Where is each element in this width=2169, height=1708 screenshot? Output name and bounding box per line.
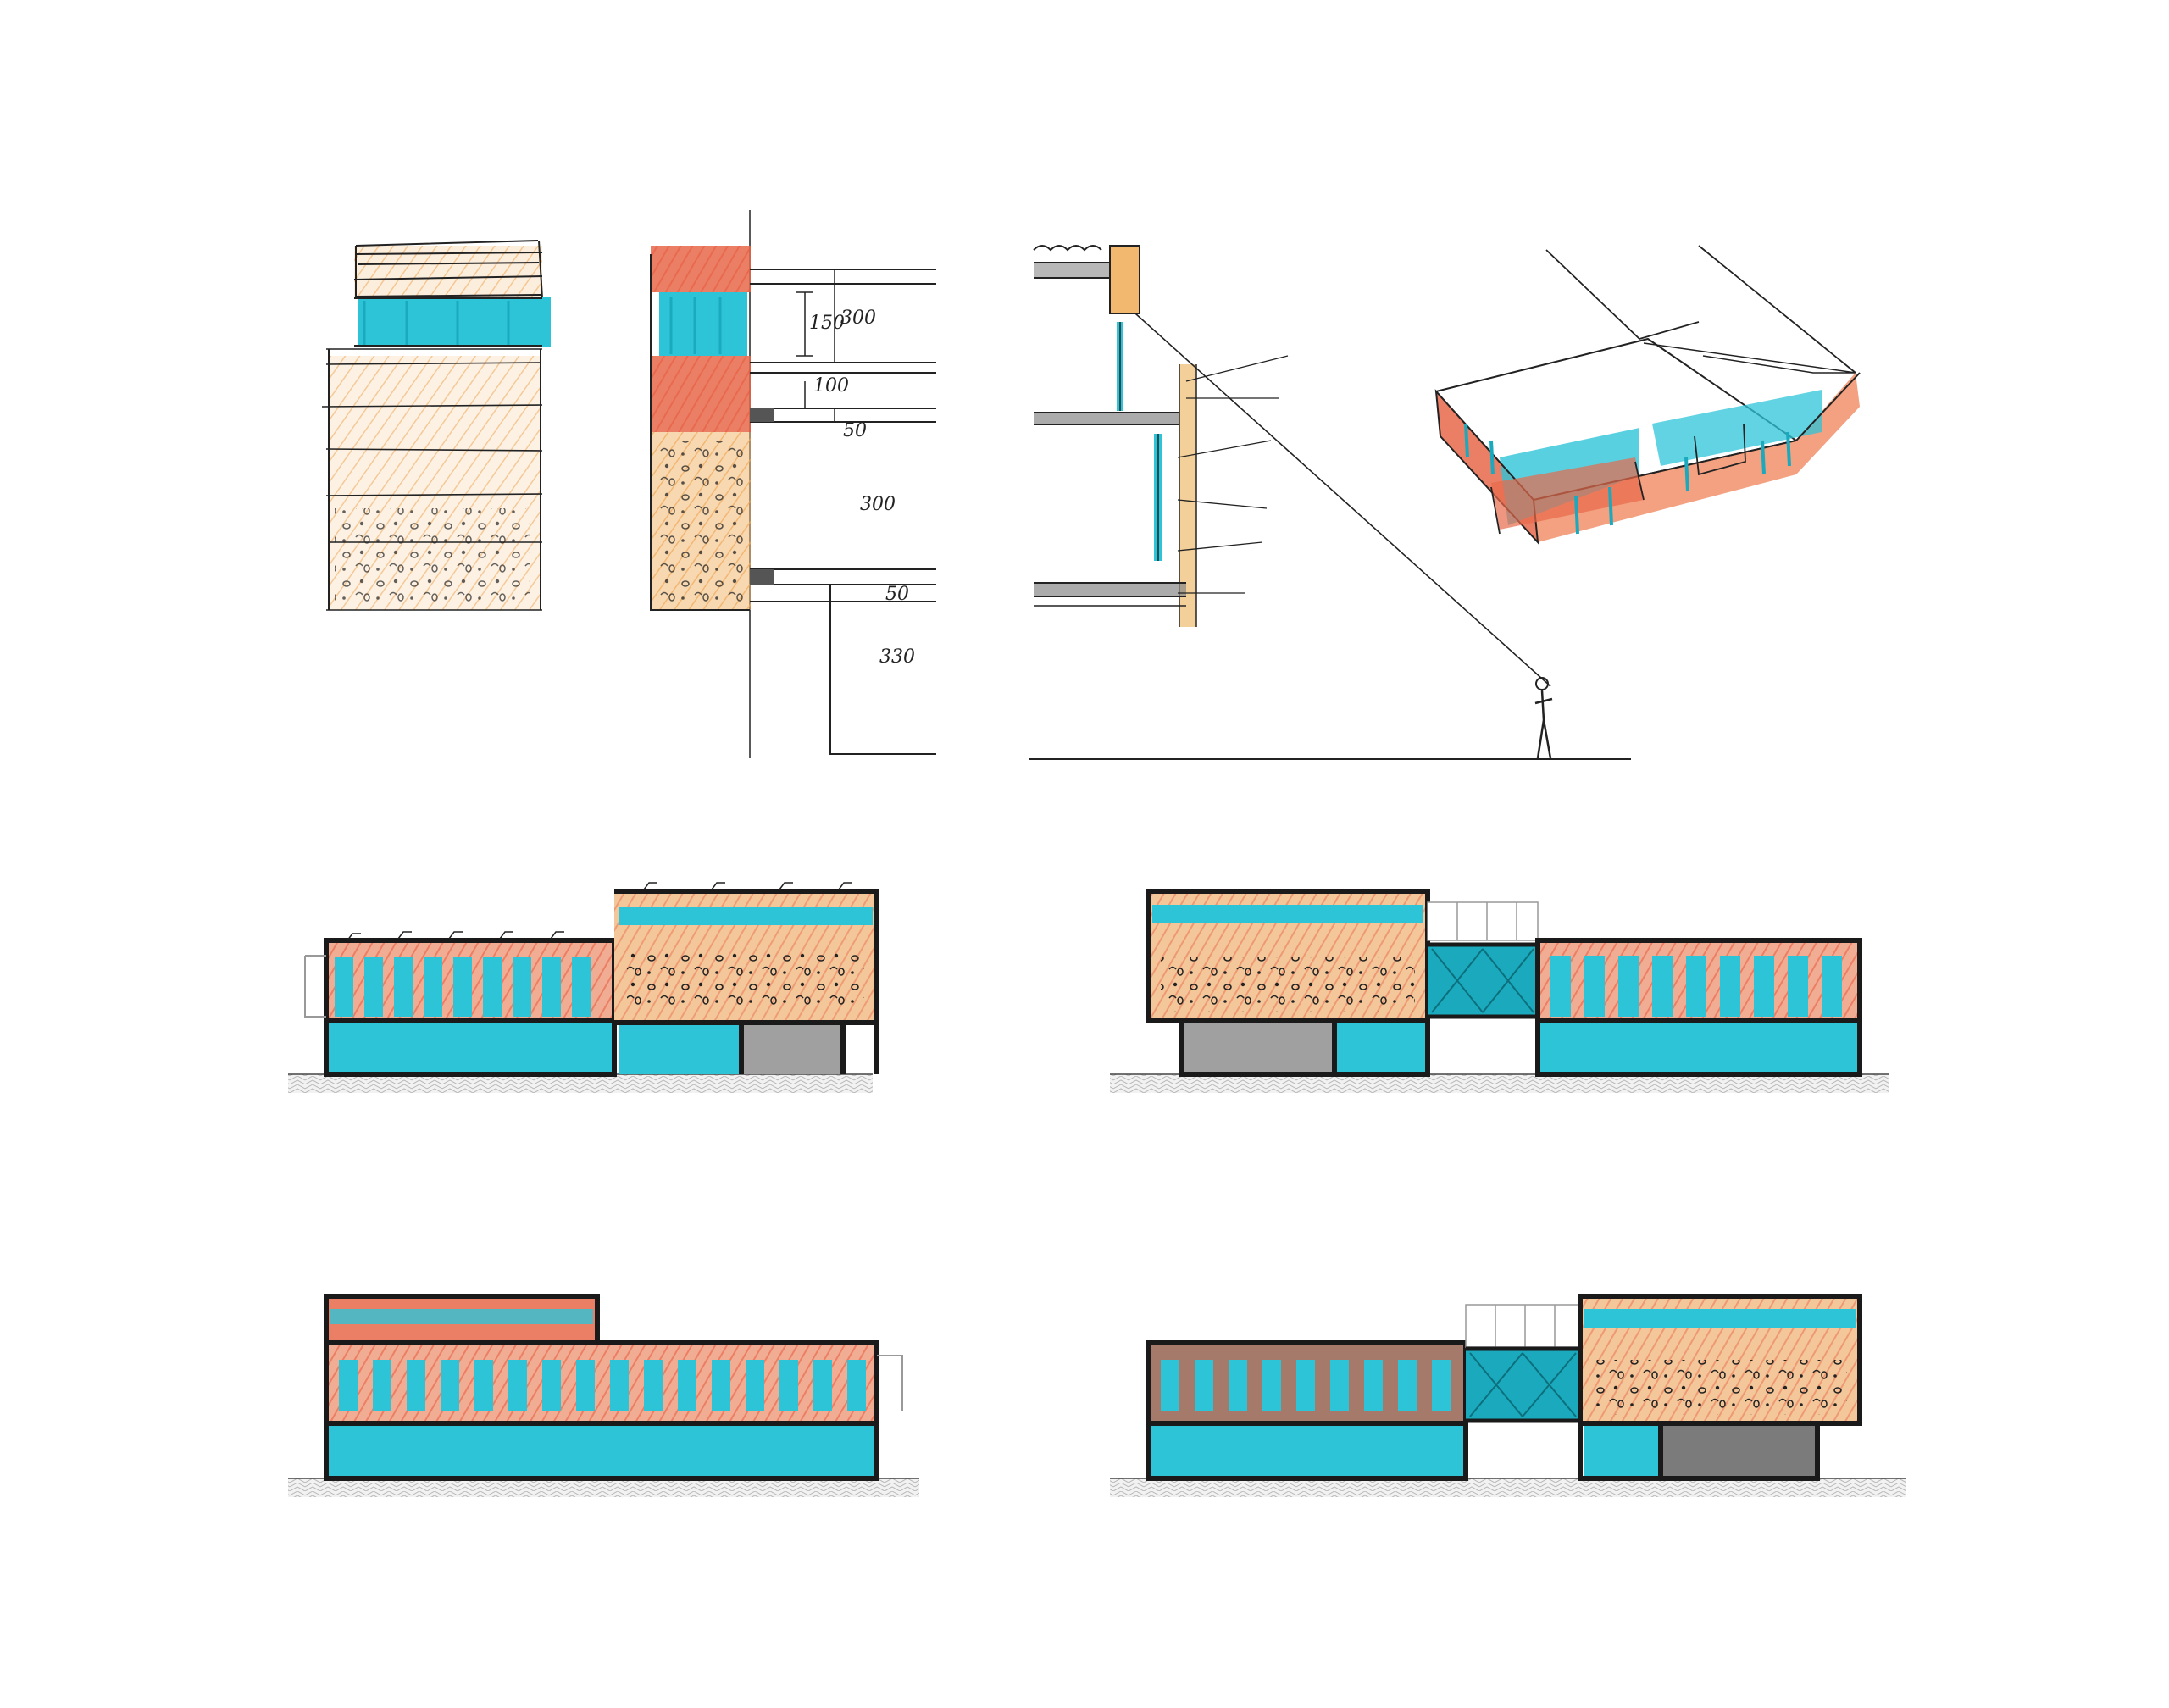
wall-elevation-detail (321, 240, 551, 611)
elevation-3 (288, 1294, 919, 1497)
wall-section-dimensions: 150 300 100 50 300 50 330 (650, 210, 936, 758)
elevation-1 (288, 882, 879, 1093)
dim-330: 330 (879, 646, 915, 668)
elevation-2 (1110, 889, 1889, 1093)
dim-50-a: 50 (843, 420, 867, 441)
axonometric-view (1434, 245, 1861, 545)
dim-50-b: 50 (885, 584, 909, 605)
dim-100: 100 (813, 375, 849, 396)
dim-300-top: 300 (840, 308, 876, 329)
dim-300-mid: 300 (860, 494, 896, 515)
elevation-4 (1110, 1294, 1906, 1497)
dim-150: 150 (809, 313, 845, 334)
facade-section-sightline (1029, 245, 1631, 760)
